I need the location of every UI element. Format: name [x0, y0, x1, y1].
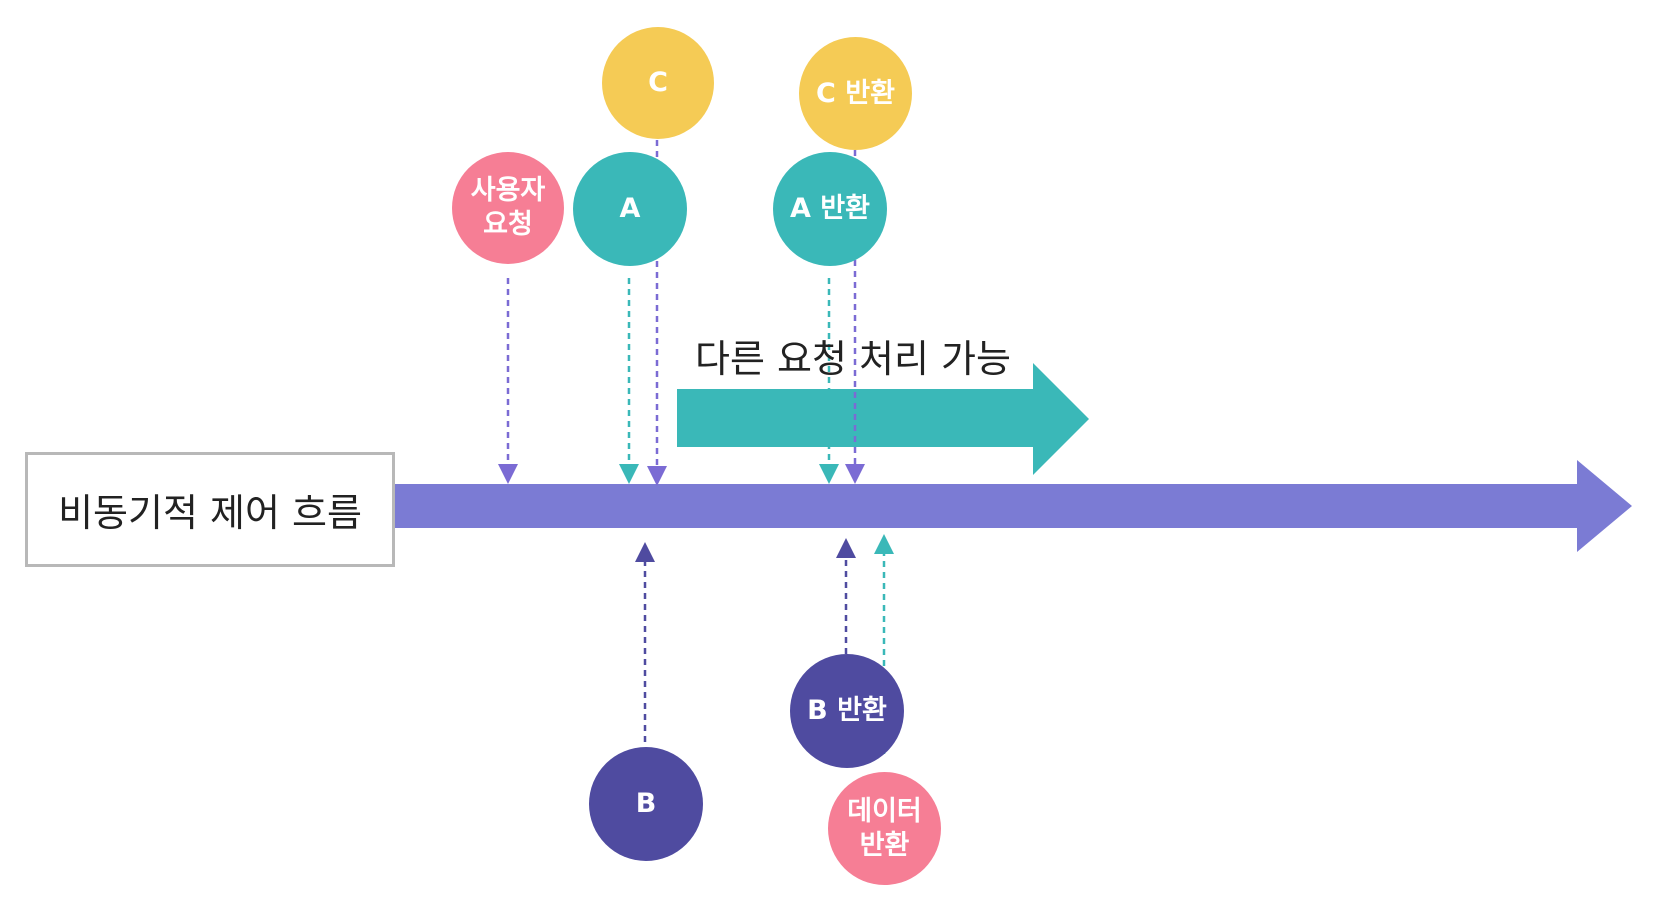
node-c: C [602, 27, 714, 139]
node-user-request: 사용자 요청 [452, 152, 564, 264]
node-b: B [589, 747, 703, 861]
node-a: A [573, 152, 687, 266]
node-c-return: C 반환 [799, 37, 912, 150]
main-flow-arrow [395, 460, 1632, 552]
node-a-return: A 반환 [773, 152, 887, 266]
node-data-return: 데이터 반환 [828, 772, 941, 885]
processing-arrow [677, 363, 1089, 475]
node-b-return: B 반환 [790, 654, 904, 768]
processing-label: 다른 요청 처리 가능 [695, 337, 1011, 381]
flow-label: 비동기적 제어 흐름 [25, 452, 395, 567]
